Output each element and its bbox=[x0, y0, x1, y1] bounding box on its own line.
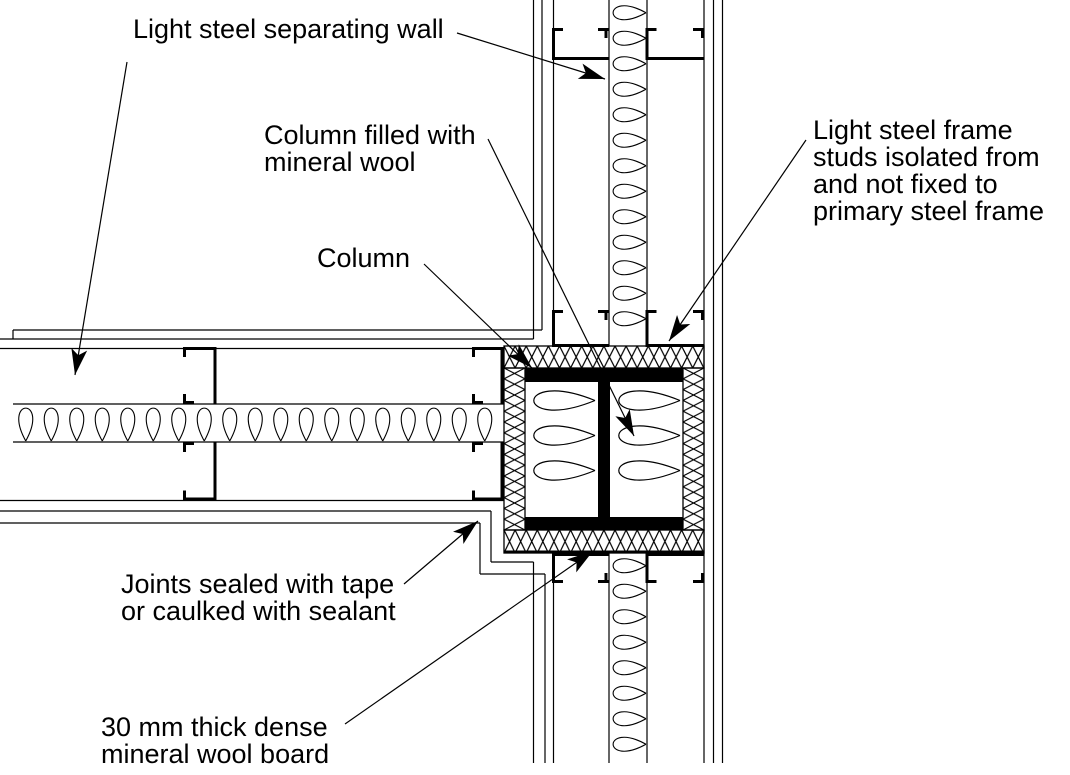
stud-bar bbox=[604, 310, 608, 320]
label-studs-isolated: Light steel frame studs isolated from an… bbox=[813, 115, 1045, 226]
stud-bar bbox=[183, 401, 194, 404]
steel-column-i-section bbox=[525, 368, 683, 530]
stud-bar bbox=[500, 442, 504, 501]
stud-bar bbox=[552, 28, 555, 60]
stud-bar bbox=[701, 28, 704, 38]
board-bottom-edge bbox=[504, 550, 704, 554]
stud-bar bbox=[645, 57, 704, 60]
stud-bar bbox=[472, 442, 475, 452]
arrowhead-icon bbox=[669, 315, 691, 341]
stud-bar bbox=[472, 442, 483, 445]
leader-line bbox=[487, 138, 635, 437]
quilt-symbol bbox=[18, 407, 493, 442]
leader-separating-wall-right bbox=[456, 32, 606, 80]
leader-line bbox=[74, 61, 128, 376]
arrowhead-icon bbox=[567, 551, 593, 573]
stud-bar bbox=[552, 28, 563, 31]
leader-line bbox=[344, 550, 594, 725]
quilt-symbol bbox=[612, 558, 647, 752]
stud-bar bbox=[645, 344, 704, 347]
light-steel-studs bbox=[183, 28, 704, 583]
label-joints-sealed: Joints sealed with tape or caulked with … bbox=[121, 569, 396, 626]
stud-bar bbox=[645, 553, 704, 556]
stud-bar bbox=[604, 28, 608, 38]
arrowhead-icon bbox=[577, 63, 605, 79]
stud-bar bbox=[701, 310, 704, 320]
column-flange-web bbox=[525, 517, 683, 530]
stud-bar bbox=[598, 310, 609, 313]
leader-studs-isolated bbox=[668, 139, 807, 342]
board-band bbox=[682, 367, 705, 531]
leader-joints-sealed bbox=[403, 520, 479, 585]
stud-bar bbox=[701, 573, 704, 583]
label-separating-wall: Light steel separating wall bbox=[133, 14, 444, 44]
stud-bar bbox=[598, 28, 609, 31]
stud-bar bbox=[183, 497, 217, 501]
stud-bar bbox=[645, 310, 657, 313]
stud-bar bbox=[552, 344, 609, 347]
stud-bar bbox=[183, 490, 186, 501]
stud-bar bbox=[645, 310, 649, 347]
stud-bar bbox=[598, 580, 609, 583]
stud-bar bbox=[472, 401, 483, 404]
board-band bbox=[503, 367, 526, 531]
arrowhead-icon bbox=[453, 521, 478, 544]
stud-bar bbox=[213, 442, 217, 501]
quilt-symbol bbox=[612, 5, 647, 327]
label-column: Column bbox=[317, 243, 411, 273]
stud-bar bbox=[183, 394, 186, 404]
stud-bar bbox=[472, 347, 475, 357]
stud-bar bbox=[552, 310, 563, 313]
stud-bar bbox=[693, 310, 704, 313]
stud-bar bbox=[500, 347, 504, 404]
stud-bar bbox=[472, 490, 475, 501]
column-mineral-wool-fill bbox=[533, 390, 681, 481]
leader-mineral-board bbox=[344, 550, 594, 725]
label-column-filled: Column filled with mineral wool bbox=[264, 120, 476, 177]
leader-line bbox=[423, 263, 533, 369]
stud-bar bbox=[552, 553, 609, 556]
stud-bar bbox=[183, 442, 194, 445]
stud-bar bbox=[552, 580, 563, 583]
board-band bbox=[503, 345, 705, 369]
stud-bar bbox=[645, 28, 657, 31]
board-band bbox=[503, 529, 705, 554]
stud-bar bbox=[472, 347, 504, 350]
leader-line bbox=[668, 139, 807, 342]
leader-separating-wall-left bbox=[71, 61, 128, 376]
arrowhead-icon bbox=[71, 348, 88, 375]
leader-column bbox=[423, 263, 533, 369]
column-fill-right bbox=[618, 390, 681, 481]
leader-lines bbox=[71, 32, 807, 725]
arrowhead-icon bbox=[615, 409, 634, 436]
stud-bar bbox=[213, 347, 217, 404]
leader-column-filled bbox=[487, 138, 635, 437]
column-flange-web bbox=[598, 382, 610, 517]
leader-line bbox=[456, 32, 606, 80]
arrowhead-icon bbox=[507, 344, 532, 368]
stud-bar bbox=[693, 580, 704, 583]
column-fill-left bbox=[533, 390, 596, 481]
stud-bar bbox=[183, 347, 186, 357]
stud-bar bbox=[472, 497, 504, 501]
stud-bar bbox=[552, 57, 609, 60]
stud-bar bbox=[645, 580, 657, 583]
stud-bar bbox=[645, 28, 649, 60]
stud-bar bbox=[472, 394, 475, 404]
stud-bar bbox=[552, 310, 555, 347]
stud-bar bbox=[645, 553, 649, 583]
stud-bar bbox=[693, 28, 704, 31]
stud-bar bbox=[604, 573, 608, 583]
label-mineral-board: 30 mm thick dense mineral wool board bbox=[101, 712, 330, 769]
insulation-quilt bbox=[18, 5, 647, 752]
stud-bar bbox=[552, 553, 555, 583]
stud-bar bbox=[183, 347, 217, 350]
stud-bar bbox=[183, 442, 186, 452]
